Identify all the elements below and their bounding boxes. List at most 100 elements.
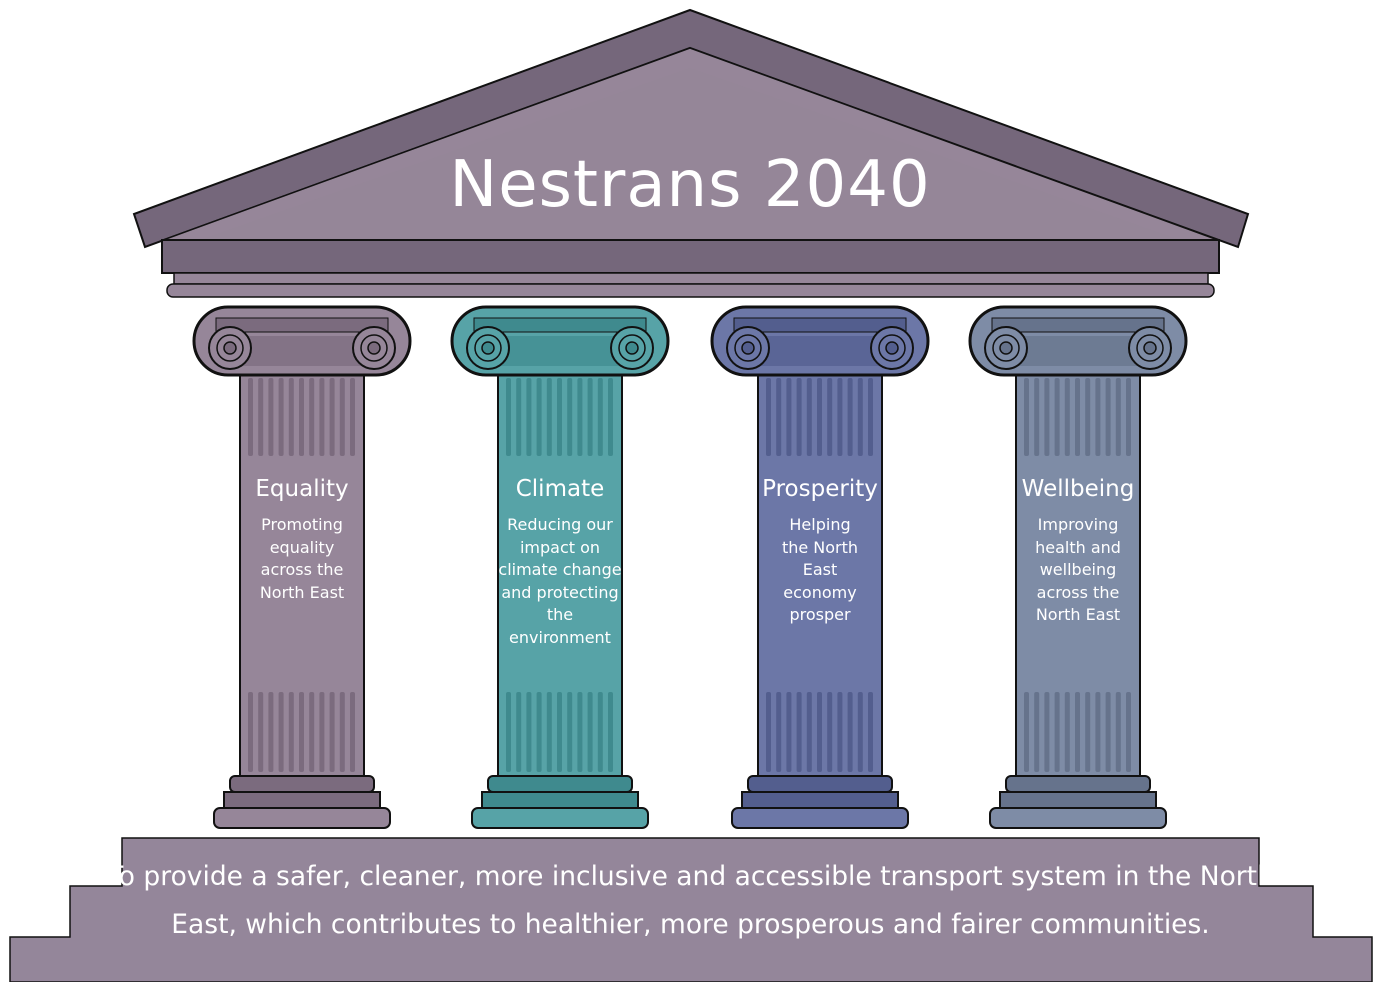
- volute-ring: [216, 334, 244, 362]
- flute-bottom: [608, 692, 613, 772]
- pillar-equality-description: Promoting equality across the North East: [259, 515, 345, 602]
- pillar-prosperity-description: Helping the North East economy prosper: [781, 515, 859, 624]
- pillar-wellbeing: [968, 305, 1188, 829]
- flute-bottom: [577, 692, 583, 772]
- page-title: Nestrans 2040: [449, 148, 931, 222]
- flute-top: [806, 378, 812, 456]
- capital-neck: [1018, 336, 1138, 366]
- pillar-climate-text: Climate Reducing our impact on climate c…: [495, 474, 625, 649]
- flute-top: [577, 378, 583, 456]
- flute-top: [1095, 378, 1101, 456]
- flute-bottom: [319, 692, 325, 772]
- flute-top: [847, 378, 853, 456]
- flute-top: [258, 378, 264, 456]
- flute-top: [1105, 378, 1111, 456]
- volute-center: [481, 341, 495, 355]
- pillar-plinth: [989, 807, 1167, 829]
- pillar-wellbeing-text: Wellbeing Improving health and wellbeing…: [1013, 474, 1143, 627]
- pillar-base-top: [487, 775, 633, 793]
- flute-top: [1115, 378, 1121, 456]
- flute-bottom: [1054, 692, 1060, 772]
- flute-bottom: [268, 692, 274, 772]
- volute-ring: [734, 334, 762, 362]
- flute-top: [319, 378, 325, 456]
- flute-bottom: [516, 692, 522, 772]
- flute-bottom: [329, 692, 335, 772]
- flute-top: [536, 378, 542, 456]
- capital-band: [473, 317, 647, 333]
- flute-bottom: [1024, 692, 1029, 772]
- flute-bottom: [587, 692, 593, 772]
- flute-top: [339, 378, 345, 456]
- flute-bottom: [288, 692, 294, 772]
- pillar-base-top: [229, 775, 375, 793]
- pillar-plinth: [213, 807, 391, 829]
- flute-bottom: [847, 692, 853, 772]
- capital-band: [215, 317, 389, 333]
- flute-top: [557, 378, 562, 456]
- flute-top: [776, 378, 782, 456]
- flute-top: [248, 378, 253, 456]
- volute-center: [741, 341, 755, 355]
- flute-bottom: [536, 692, 542, 772]
- flute-top: [309, 378, 315, 456]
- pillar-equality-name: Equality: [255, 476, 349, 502]
- flute-top: [506, 378, 511, 456]
- flute-bottom: [350, 692, 355, 772]
- volute-ring: [1136, 334, 1164, 362]
- flute-top: [1054, 378, 1060, 456]
- step-bottom: [9, 837, 1373, 982]
- flute-bottom: [248, 692, 253, 772]
- flute-top: [1034, 378, 1040, 456]
- pillar-plinth: [731, 807, 909, 829]
- pillar-plinth: [471, 807, 649, 829]
- flute-bottom: [526, 692, 532, 772]
- roof: [132, 8, 1250, 298]
- pillar-base-mid: [223, 791, 381, 809]
- pillar-base-top: [747, 775, 893, 793]
- pillar-wellbeing-name: Wellbeing: [1021, 476, 1135, 502]
- entablature-band: [173, 272, 1209, 285]
- flute-bottom: [258, 692, 264, 772]
- flute-bottom: [806, 692, 812, 772]
- pillar-equality: [192, 305, 412, 829]
- flute-top: [608, 378, 613, 456]
- flute-bottom: [1064, 692, 1070, 772]
- pillar-base-mid: [741, 791, 899, 809]
- flute-bottom: [837, 692, 843, 772]
- flute-bottom: [827, 692, 833, 772]
- flute-top: [786, 378, 792, 456]
- flute-bottom: [1126, 692, 1131, 772]
- volute-center: [223, 341, 237, 355]
- vision-statement: To provide a safer, cleaner, more inclus…: [107, 861, 1274, 940]
- flute-bottom: [776, 692, 782, 772]
- volute-ring: [474, 334, 502, 362]
- flute-top: [587, 378, 593, 456]
- flute-top: [567, 378, 573, 456]
- pediment-highlight: [200, 68, 1180, 240]
- volute-ring: [992, 334, 1020, 362]
- flute-top: [350, 378, 355, 456]
- pillar-prosperity: [710, 305, 930, 829]
- flute-bottom: [1044, 692, 1050, 772]
- flute-top: [827, 378, 833, 456]
- flute-top: [329, 378, 335, 456]
- volute-center: [885, 341, 899, 355]
- flute-top: [516, 378, 522, 456]
- pillar-climate-name: Climate: [515, 476, 605, 502]
- flute-top: [1044, 378, 1050, 456]
- flute-top: [796, 378, 802, 456]
- flute-top: [1064, 378, 1070, 456]
- flute-top: [597, 378, 603, 456]
- pillar-wellbeing-description: Improving health and wellbeing across th…: [1035, 515, 1121, 624]
- flute-bottom: [1115, 692, 1121, 772]
- pillar-climate-description: Reducing our impact on climate change an…: [498, 515, 622, 647]
- flute-bottom: [868, 692, 873, 772]
- volute-center: [625, 341, 639, 355]
- capital-band: [991, 317, 1165, 333]
- flute-bottom: [299, 692, 304, 772]
- flute-bottom: [506, 692, 511, 772]
- pillar-base-mid: [999, 791, 1157, 809]
- flute-top: [766, 378, 771, 456]
